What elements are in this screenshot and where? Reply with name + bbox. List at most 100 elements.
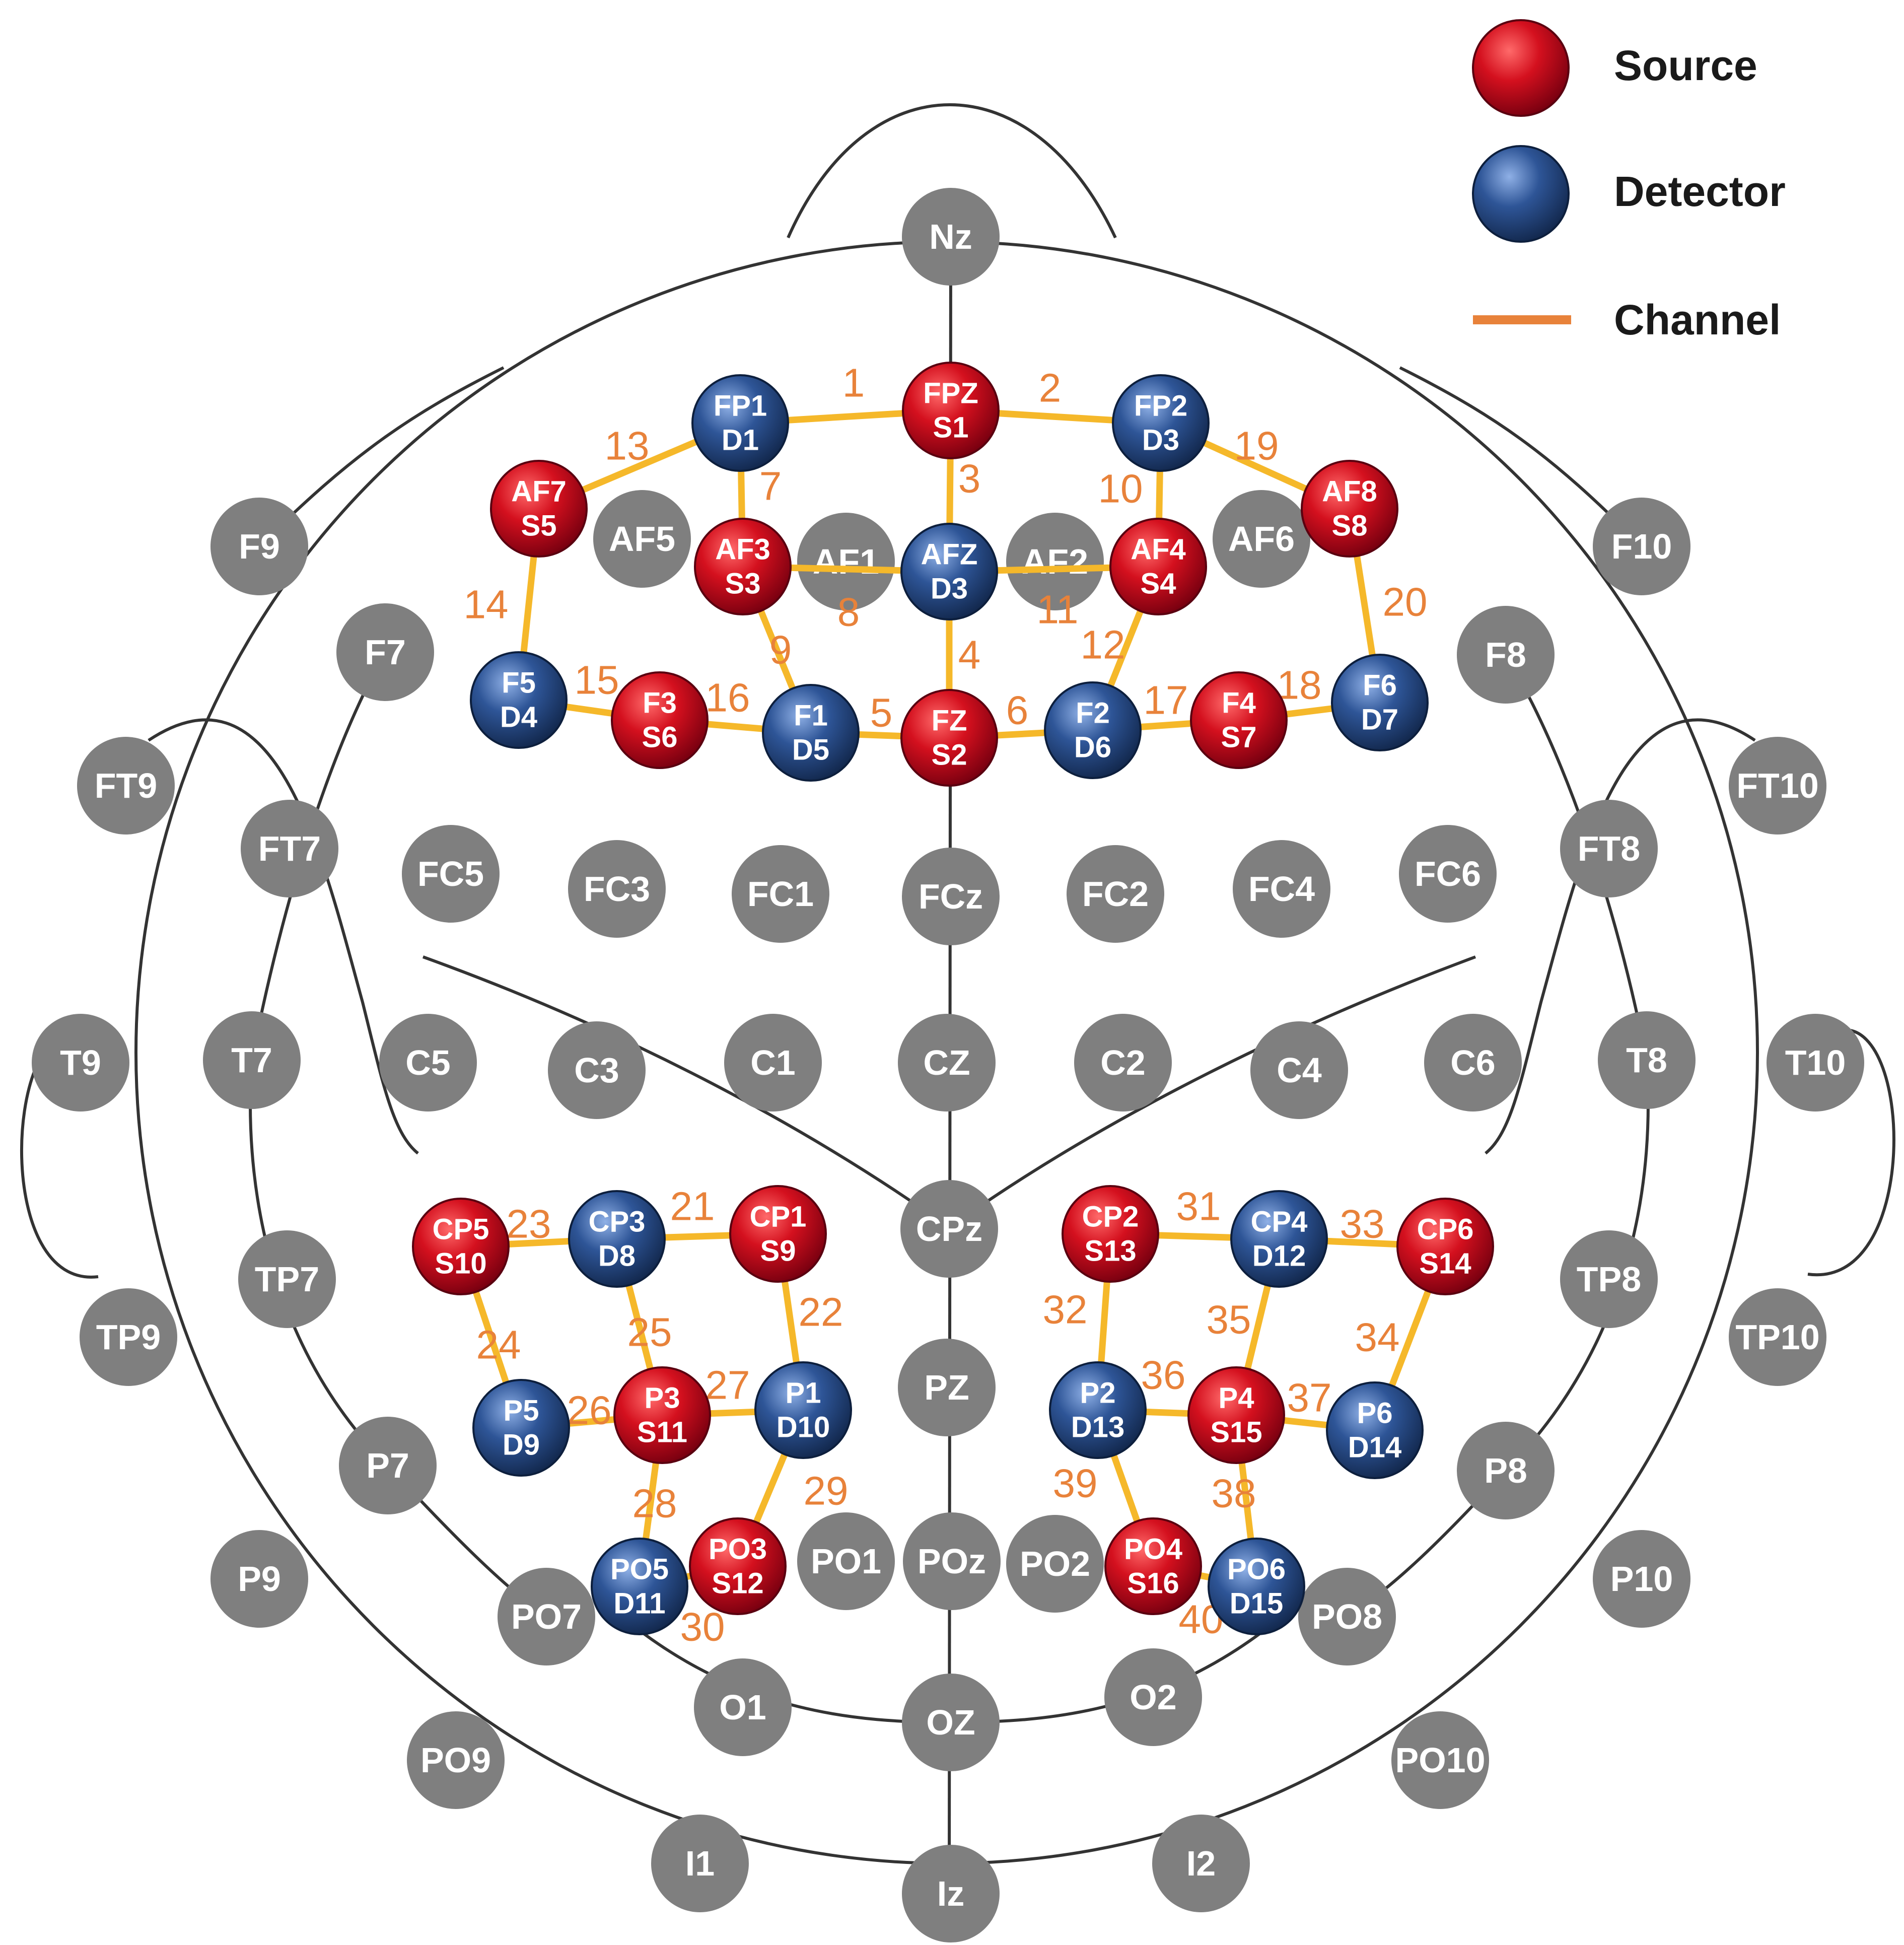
source-marker [902, 362, 1000, 459]
electrode-label: F10 [1611, 527, 1672, 566]
optode-code-label: D10 [777, 1411, 830, 1444]
channel-4-number: 4 [958, 633, 981, 677]
channel-15-number: 15 [575, 658, 619, 703]
detector-marker [691, 374, 789, 472]
electrode-label: AF1 [813, 542, 879, 581]
electrode-marker [1298, 1568, 1396, 1665]
detector-marker [568, 1190, 666, 1288]
channel-22-number: 22 [799, 1290, 843, 1335]
source-marker [1187, 1366, 1285, 1464]
electrode-marker [32, 1014, 129, 1112]
optode-position-label: P3 [645, 1382, 680, 1415]
electrode-p10: P10 [1593, 1530, 1690, 1628]
detector-marker [1230, 1190, 1328, 1288]
source-marker [490, 460, 588, 558]
electrode-label: C2 [1100, 1043, 1145, 1082]
optode-code-label: S14 [1419, 1247, 1471, 1280]
legend-channel-label: Channel [1614, 296, 1781, 343]
electrode-label: PO7 [511, 1597, 582, 1636]
electrode-marker [1104, 1648, 1202, 1746]
electrode-marker [1729, 1288, 1826, 1386]
source-marker [611, 671, 709, 769]
electrode-af5: AF5 [593, 490, 691, 588]
electrode-label: PO1 [811, 1542, 881, 1581]
electrode-p8: P8 [1457, 1422, 1555, 1519]
electrode-marker [1424, 1014, 1522, 1112]
optode-code-label: S6 [642, 721, 678, 754]
electrode-fcz: FCz [902, 848, 1000, 945]
optode-code-label: S5 [521, 510, 557, 542]
electrode-po7: PO7 [498, 1568, 595, 1665]
channel-23-number: 23 [507, 1202, 551, 1246]
electrode-marker [593, 490, 691, 588]
electrode-label: C3 [574, 1051, 619, 1090]
optode-code-label: D11 [613, 1587, 665, 1620]
electrode-marker [797, 1512, 895, 1610]
electrode-fc6: FC6 [1399, 825, 1497, 923]
electrode-marker [238, 1230, 336, 1328]
electrode-i1: I1 [651, 1815, 749, 1912]
electrode-po10: PO10 [1391, 1711, 1489, 1809]
optode-code-label: S10 [435, 1247, 486, 1280]
channel-20-number: 20 [1383, 580, 1428, 624]
electrode-marker [1006, 513, 1104, 610]
channel-5-number: 5 [870, 690, 893, 735]
electrode-c2: C2 [1074, 1014, 1172, 1112]
optode-code-label: D8 [598, 1240, 636, 1273]
electrode-marker [203, 1011, 301, 1109]
channel-36-number: 36 [1141, 1353, 1186, 1398]
electrode-marker [402, 825, 500, 923]
electrode-marker [548, 1021, 646, 1119]
detector-marker [1326, 1381, 1424, 1479]
optode-code-label: S4 [1141, 568, 1176, 600]
channel-38-number: 38 [1212, 1471, 1256, 1516]
optode-code-label: S2 [932, 739, 967, 772]
electrode-label: PO2 [1020, 1544, 1090, 1583]
electrode-marker [210, 498, 308, 595]
electrode-p7: P7 [339, 1417, 437, 1514]
electrode-po1: PO1 [797, 1512, 895, 1610]
electrode-label: P7 [366, 1446, 409, 1485]
electrode-marker [898, 1339, 996, 1436]
channel-13-number: 13 [605, 424, 650, 468]
electrode-marker [898, 1014, 996, 1112]
electrode-fc1: FC1 [732, 845, 829, 943]
electrode-label: FT10 [1736, 766, 1818, 805]
channel-30-number: 30 [680, 1605, 725, 1649]
electrode-marker [902, 188, 1000, 286]
source-marker [689, 1517, 787, 1615]
electrode-label: POz [918, 1542, 986, 1581]
electrode-label: PO10 [1395, 1741, 1486, 1780]
optode-position-label: FZ [932, 705, 967, 737]
electrode-ft9: FT9 [77, 737, 175, 835]
electrode-marker [241, 800, 338, 897]
source-marker [1104, 1517, 1202, 1615]
electrode-f7: F7 [336, 603, 434, 701]
detector-marker [1331, 654, 1429, 751]
electrode-label: C6 [1450, 1043, 1495, 1082]
electrode-label: TP9 [96, 1317, 161, 1357]
legend-source-marker [1472, 19, 1570, 117]
electrode-marker [1593, 498, 1690, 595]
electrode-label: PZ [924, 1368, 969, 1407]
electrode-f10: F10 [1593, 498, 1690, 595]
electrode-marker [724, 1014, 822, 1112]
detector-marker [754, 1361, 852, 1459]
optode-position-label: F1 [794, 700, 828, 732]
electrode-marker [651, 1815, 749, 1912]
electrode-marker [379, 1014, 477, 1112]
optode-code-label: S8 [1332, 510, 1368, 542]
electrode-nz: Nz [902, 188, 1000, 286]
optode-position-label: FP1 [714, 390, 767, 423]
electrode-label: FT8 [1578, 829, 1640, 868]
electrode-label: AF2 [1022, 542, 1088, 581]
electrode-marker [80, 1288, 177, 1386]
